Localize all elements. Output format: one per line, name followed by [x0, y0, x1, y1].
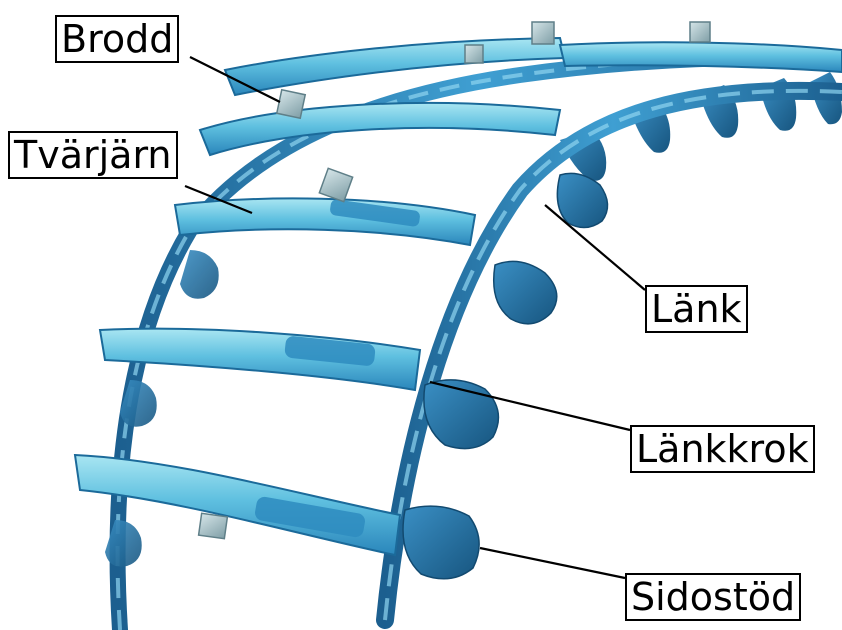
label-lankkrok: Länkkrok [630, 425, 815, 473]
label-lank: Länk [645, 285, 748, 333]
label-brodd: Brodd [55, 15, 179, 63]
label-tvarjarn: Tvärjärn [8, 131, 178, 179]
leader-line-sidostod [480, 548, 625, 578]
label-sidostod: Sidostöd [625, 573, 801, 621]
